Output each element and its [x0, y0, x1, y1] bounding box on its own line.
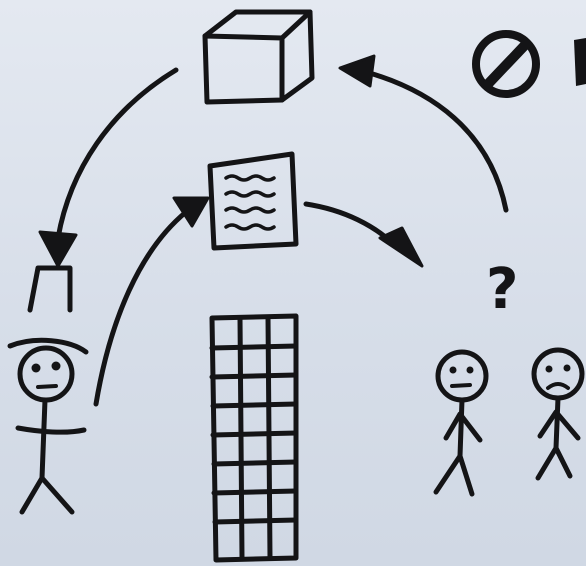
cube-icon	[205, 12, 312, 102]
worried-person-icon	[534, 350, 582, 478]
arrow-owner-to-document	[96, 198, 208, 404]
confused-person-icon	[436, 352, 486, 494]
document-icon	[210, 154, 296, 248]
prohibited-icon	[476, 34, 586, 94]
arrow-document-to-people	[306, 204, 422, 266]
top-hat-person-icon	[10, 268, 86, 512]
arrow-cube-to-owner	[40, 70, 176, 266]
question-mark: ?	[486, 262, 518, 318]
grid-tower-icon	[212, 316, 296, 560]
